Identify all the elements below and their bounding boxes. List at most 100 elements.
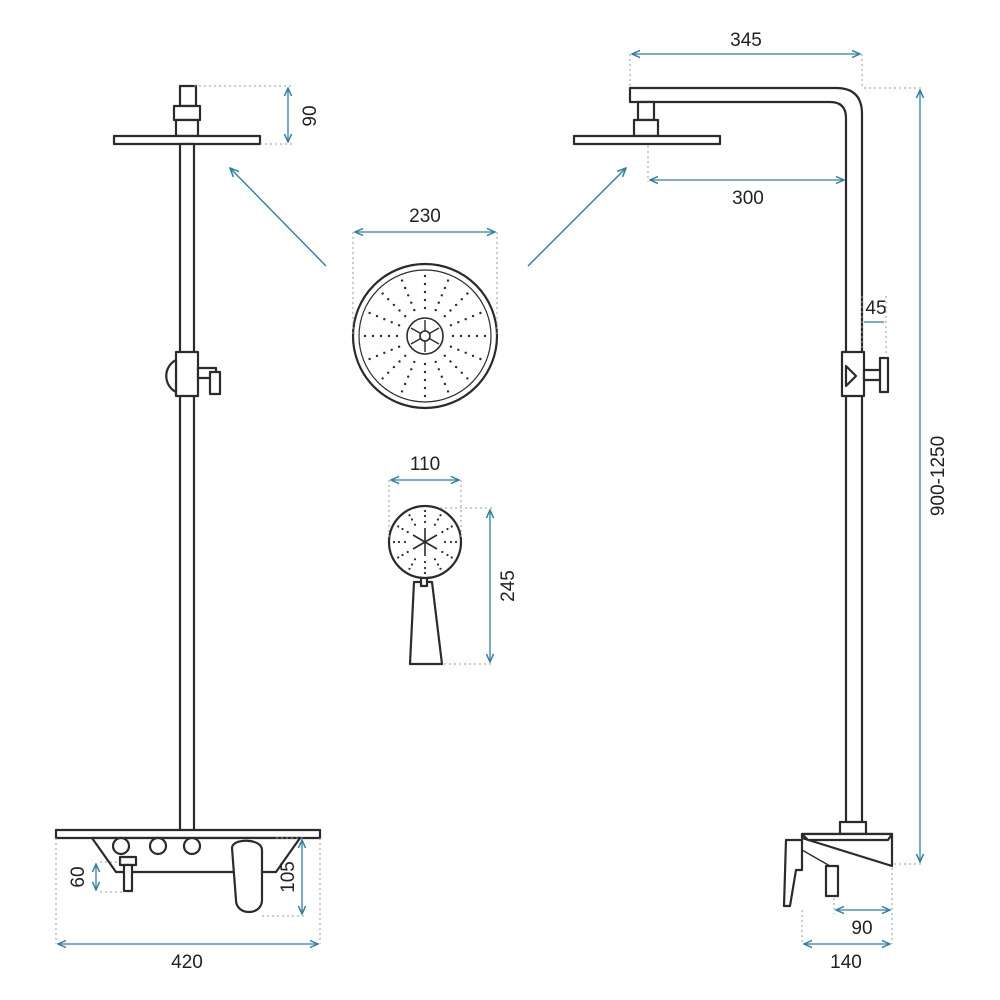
arrow-to-side-head	[527, 168, 626, 267]
nozzle-dot	[434, 360, 437, 364]
nozzle-dot	[464, 318, 467, 321]
riser-pipe-front	[178, 142, 196, 834]
nozzle-dot	[410, 518, 414, 521]
nozzle-dot	[392, 365, 396, 369]
mixer-top-side	[800, 832, 894, 842]
nozzle-dot	[446, 279, 450, 282]
nozzle-dot	[459, 334, 463, 338]
nozzle-dot	[390, 348, 393, 351]
nozzle-dot	[443, 354, 446, 357]
side-view	[572, 86, 894, 908]
nozzle-dot	[423, 394, 427, 398]
nozzle-dot	[410, 301, 413, 304]
nozzle-dot	[397, 324, 401, 327]
dimension-label-hand-shower-length: 245	[498, 570, 519, 602]
diverter-knob-center	[148, 836, 168, 856]
nozzle-dot	[397, 540, 401, 544]
front-view	[54, 84, 322, 914]
nozzle-dot	[460, 298, 463, 301]
nozzle-dot	[371, 334, 375, 338]
rain-head-nozzles	[363, 274, 487, 398]
nozzle-dot	[404, 354, 407, 357]
nozzle-dot	[423, 514, 427, 518]
nozzle-dot	[423, 509, 427, 513]
nozzle-dot	[381, 292, 384, 295]
nozzle-dot	[403, 382, 407, 386]
nozzle-dot	[439, 514, 442, 517]
nozzle-dot	[410, 368, 413, 371]
dimension-label-mixer-width: 420	[171, 952, 203, 973]
front-view-dimensions: 90 420 60 105	[58, 88, 321, 973]
nozzle-dot	[449, 540, 453, 544]
diverter-knob-left	[111, 836, 131, 856]
dimension-label-arm-length: 345	[730, 30, 762, 51]
dimension-label-spout-height: 60	[68, 866, 89, 887]
head-connector	[172, 104, 202, 122]
nozzle-dot	[368, 311, 371, 315]
nozzle-dot	[413, 308, 416, 312]
nozzle-dot	[441, 530, 444, 534]
dimension-label-mixer-depth: 140	[830, 952, 862, 973]
nozzle-dot	[479, 311, 482, 315]
nozzle-dot	[436, 518, 440, 521]
nozzle-dot	[423, 566, 427, 570]
hand-shower	[387, 504, 463, 666]
nozzle-dot	[404, 315, 407, 318]
nozzle-dot	[440, 294, 443, 297]
nozzle-dot	[403, 540, 407, 544]
nozzle-dot	[451, 334, 455, 338]
nozzle-dot	[446, 390, 450, 393]
nozzle-dot	[383, 318, 386, 321]
nozzle-dot	[449, 309, 452, 312]
spout-front	[122, 863, 134, 893]
nozzle-dot	[413, 523, 417, 526]
nozzle-dot	[392, 303, 396, 307]
nozzle-dot	[381, 377, 384, 380]
head-connector-top	[178, 84, 198, 108]
nozzle-dot	[460, 371, 463, 374]
nozzle-dot	[467, 334, 471, 338]
nozzle-dot	[423, 282, 427, 286]
rain-shower-head-front	[112, 134, 262, 146]
nozzle-dot	[395, 334, 399, 338]
dimension-label-spout-depth: 90	[851, 918, 872, 939]
nozzle-dot	[423, 560, 427, 564]
nozzle-dot	[439, 567, 442, 570]
nozzle-dot	[437, 368, 440, 371]
nozzle-dot	[398, 309, 401, 312]
mixer-side-edge	[801, 849, 831, 867]
nozzle-dot	[434, 308, 437, 312]
nozzle-dot	[413, 558, 417, 561]
nozzle-dot	[436, 563, 440, 566]
nozzle-dot	[475, 334, 479, 338]
hand-shower-dimensions: 110 245	[388, 454, 519, 665]
nozzle-dot	[387, 334, 391, 338]
nozzle-dot	[410, 563, 414, 566]
head-collar	[174, 118, 200, 138]
nozzle-dot	[449, 345, 453, 348]
nozzle-dot	[454, 540, 458, 544]
holder-cradle	[208, 370, 222, 396]
nozzle-dot	[433, 523, 437, 526]
nozzle-dot	[406, 530, 409, 534]
dimension-label-hand-shower-width: 110	[410, 454, 440, 475]
diverter-knob-right	[182, 836, 202, 856]
nozzle-dot	[449, 360, 452, 363]
nozzle-dot	[423, 370, 427, 374]
nozzle-dot	[375, 354, 379, 358]
pointer-arrows	[230, 168, 626, 267]
nozzle-dot	[423, 520, 427, 524]
front-view-extension-lines	[55, 85, 321, 944]
side-head-connector	[636, 100, 656, 122]
nozzle-dot	[401, 553, 404, 557]
nozzle-dot	[471, 354, 475, 358]
nozzle-dot	[400, 279, 404, 282]
nozzle-dot	[466, 292, 469, 295]
nozzle-dot	[443, 540, 447, 544]
holder-knob	[165, 358, 178, 394]
spout-side	[824, 864, 840, 898]
side-head-collar	[632, 118, 660, 138]
dimension-label-mixer-height: 105	[278, 861, 299, 893]
nozzle-dot	[457, 348, 460, 351]
mixer-top-shelf	[54, 828, 322, 840]
